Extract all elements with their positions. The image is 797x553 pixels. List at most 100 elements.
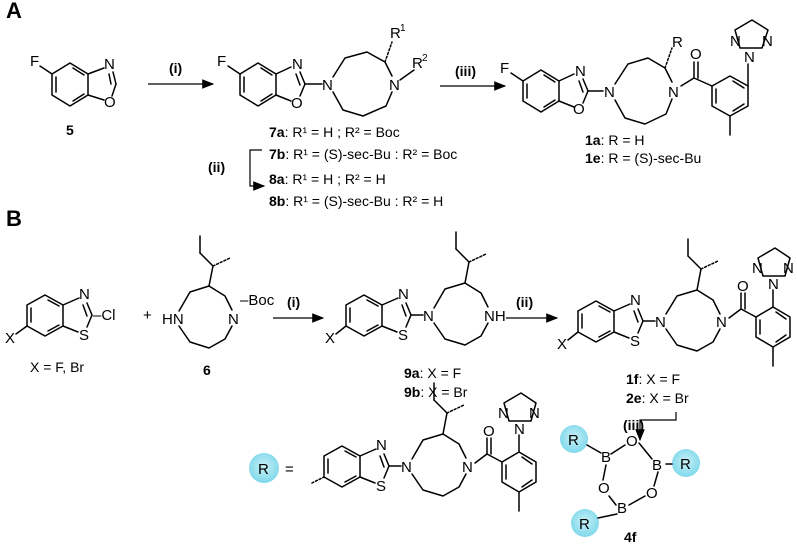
r-circle-label: R <box>258 461 269 478</box>
atom-s: S <box>398 327 408 344</box>
atom-n: N <box>744 49 755 66</box>
step-iii-label: (iii) <box>455 63 476 79</box>
compound-6-structure: HN N –Boc <box>162 235 275 349</box>
caption-7a: 7a: R¹ = H ; R² = Boc <box>269 124 400 140</box>
atom-n: N <box>604 84 615 101</box>
atom-s: S <box>376 478 386 495</box>
x-options-caption: X = F, Br <box>30 359 84 375</box>
r-circle <box>672 449 700 477</box>
atom-o: O <box>646 485 658 502</box>
atom-n: N <box>529 405 540 422</box>
atom-n: N <box>389 77 400 94</box>
arrow-step-ii <box>249 149 266 191</box>
atom-boc: –Boc <box>240 292 275 309</box>
atom-n: N <box>752 260 763 277</box>
atom-x: X <box>5 330 15 347</box>
step-i-b-label: (i) <box>287 294 300 310</box>
atom-f: F <box>30 53 39 70</box>
atom-n: N <box>630 292 641 309</box>
r2-superscript: 2 <box>422 53 428 64</box>
compound-1a-structure: F N O N N R O N N N <box>500 19 773 136</box>
atom-n: N <box>401 459 412 476</box>
atom-n: N <box>730 33 741 50</box>
atom-n: N <box>292 56 303 73</box>
r1-superscript: 1 <box>400 23 406 34</box>
atom-o: O <box>626 433 638 450</box>
atom-n: N <box>783 260 794 277</box>
atom-n: N <box>716 314 727 331</box>
atom-n: N <box>462 459 473 476</box>
atom-nh: NH <box>484 308 506 325</box>
panel-b-label: B <box>6 206 22 231</box>
compound-4f-label: 4f <box>624 529 637 545</box>
compound-1f-structure: X N S N N O N N N <box>557 238 794 367</box>
atom-f: F <box>500 60 509 77</box>
atom-n: N <box>423 308 434 325</box>
chlorobenzothiazole-structure: X N S –Cl <box>5 286 116 347</box>
step-ii-b-label: (ii) <box>516 294 533 310</box>
atom-o: O <box>598 480 610 497</box>
atom-n: N <box>228 311 239 328</box>
atom-n: N <box>655 314 666 331</box>
r-label: R <box>680 456 691 473</box>
atom-x: X <box>557 336 567 353</box>
atom-s: S <box>630 333 640 350</box>
r-label: R <box>579 516 590 533</box>
atom-n: N <box>104 56 115 73</box>
atom-hn: HN <box>162 311 184 328</box>
atom-o: O <box>690 46 702 63</box>
r1-label: R <box>390 25 401 42</box>
boroxine-4f-structure: R R R B B B O O O <box>560 425 700 537</box>
atom-f: F <box>217 53 226 70</box>
atom-b: B <box>601 449 611 466</box>
atom-n: N <box>322 77 333 94</box>
r-circle <box>560 425 588 453</box>
atom-n: N <box>668 84 679 101</box>
atom-o: O <box>573 101 585 118</box>
panel-a-label: A <box>6 0 22 23</box>
atom-n: N <box>376 437 387 454</box>
atom-n: N <box>768 276 779 293</box>
atom-cl: –Cl <box>93 307 116 324</box>
compound-5-structure: F N O <box>30 53 117 111</box>
arrow-step-iii-b <box>635 412 677 442</box>
compound-9-structure: X N S N NH <box>325 231 506 347</box>
caption-8a: 8a: R¹ = H ; R² = H <box>269 171 386 187</box>
caption-1e: 1e: R = (S)-sec-Bu <box>585 150 701 166</box>
r2-label: R <box>412 55 423 72</box>
atom-n: N <box>398 286 409 303</box>
caption-7b: 7b: R¹ = (S)-sec-Bu : R² = Boc <box>269 146 457 162</box>
caption-9a: 9a: X = F <box>404 365 461 381</box>
r-equals: = <box>285 461 294 478</box>
atom-o: O <box>104 94 116 111</box>
caption-9b: 9b: X = Br <box>404 384 468 400</box>
atom-o: O <box>483 423 495 440</box>
compound-5-label: 5 <box>66 122 74 138</box>
r-label: R <box>672 34 683 51</box>
r-circle <box>571 509 599 537</box>
atom-o: O <box>737 278 749 295</box>
atom-n: N <box>498 405 509 422</box>
step-ii-label: (ii) <box>208 159 225 175</box>
atom-n: N <box>575 63 586 80</box>
atom-o: O <box>291 95 303 112</box>
r-label: R <box>568 432 579 449</box>
atom-b: B <box>652 457 662 474</box>
step-i-label: (i) <box>169 60 182 76</box>
compound-6-label: 6 <box>203 362 211 378</box>
r-circle <box>249 453 279 483</box>
caption-1a: 1a: R = H <box>585 132 645 148</box>
atom-b: B <box>617 500 627 517</box>
plus-sign: + <box>143 307 152 324</box>
r-group-structure: N S N N O N N N <box>311 382 540 512</box>
caption-2e: 2e: X = Br <box>626 390 689 406</box>
caption-8b: 8b: R¹ = (S)-sec-Bu : R² = H <box>269 193 443 209</box>
atom-n: N <box>514 421 525 438</box>
compound-7-structure: F N O N N R 1 R 2 <box>217 23 428 117</box>
atom-s: S <box>79 327 89 344</box>
step-iii-b-label: (iii) <box>623 417 644 433</box>
atom-n: N <box>762 33 773 50</box>
atom-n: N <box>79 286 90 303</box>
